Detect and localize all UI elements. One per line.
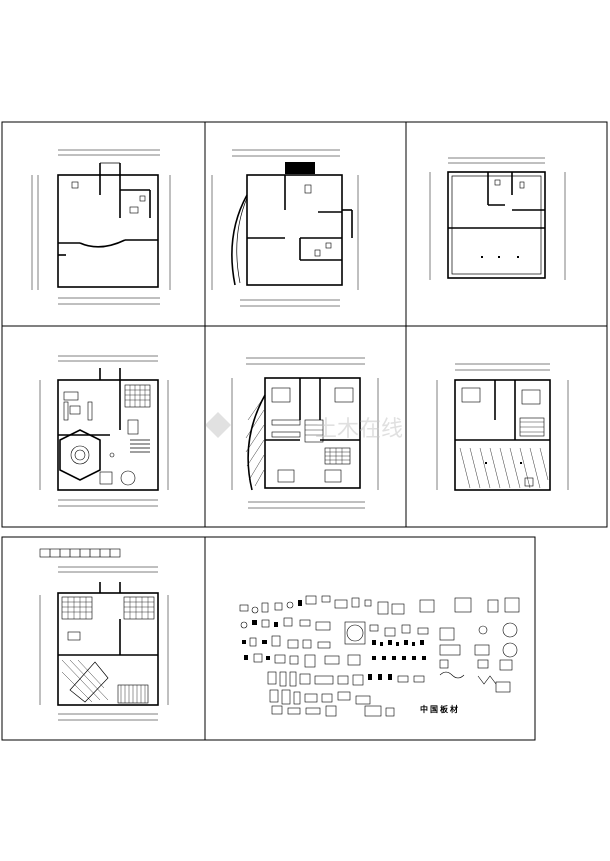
plan-3f-furnished <box>436 363 569 491</box>
furniture-block-cluster <box>239 595 520 717</box>
plan-3f-outline <box>429 157 566 280</box>
library-caption: 中国板材 <box>420 704 460 714</box>
legend-strip <box>39 548 121 558</box>
plan-floor-finish <box>39 548 169 721</box>
panel-frames <box>1 121 608 741</box>
plan-1f-outline <box>31 149 171 305</box>
plan-2f-furnished <box>231 357 379 509</box>
watermark: 土木在线 <box>205 412 403 442</box>
plan-1f-furnished <box>39 355 169 507</box>
plan-2f-outline <box>211 149 359 307</box>
watermark-text: 土木在线 <box>315 417 403 442</box>
furniture-library: 中国板材 <box>239 595 520 717</box>
